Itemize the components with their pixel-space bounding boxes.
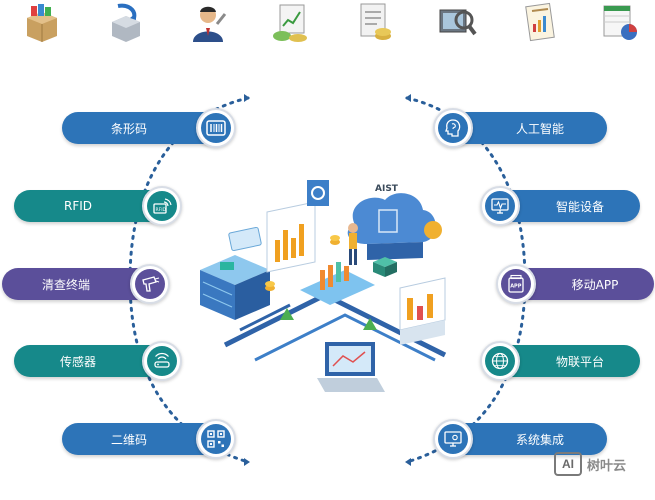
- mobile-app-icon: APP: [508, 274, 524, 293]
- pill-label: 人工智能: [515, 121, 564, 136]
- technician-icon: [193, 6, 227, 42]
- report-chart-icon: [525, 2, 555, 42]
- pill-label: 智能设备: [555, 199, 604, 214]
- pill-icon-holder: [142, 341, 182, 381]
- pill-mobile-app[interactable]: APP 移动APP: [496, 264, 654, 304]
- pill-smart-device[interactable]: 智能设备: [480, 186, 640, 226]
- pill-icon-holder: RFID: [142, 186, 182, 226]
- pill-label: 二维码: [110, 432, 147, 447]
- pill-icon-holder: [480, 341, 520, 381]
- pill-label: 清查终端: [41, 277, 90, 292]
- pill-label: 传感器: [59, 354, 96, 369]
- top-item-technician[interactable]: [173, 2, 243, 52]
- pill-icon-holder: [433, 419, 473, 459]
- document-money-icon: [360, 3, 391, 40]
- pill-icon-holder: APP: [496, 264, 536, 304]
- monitor-search-icon: [439, 9, 477, 36]
- pill-icon-holder: [480, 186, 520, 226]
- pill-icon-holder: [196, 108, 236, 148]
- center-illustration: AIST: [195, 170, 465, 415]
- inventory-box-icon: [27, 4, 57, 42]
- watermark-logo-icon: AI: [554, 452, 582, 476]
- pill-label: 条形码: [110, 121, 147, 136]
- svg-text:RFID: RFID: [156, 207, 167, 213]
- iot-globe-icon: [491, 352, 509, 370]
- pill-icon-holder: [130, 264, 170, 304]
- watermark-text: 树叶云: [587, 458, 627, 474]
- pill-label: RFID: [63, 199, 93, 213]
- system-integration-icon: [444, 431, 462, 447]
- pill-handheld[interactable]: 清查终端: [2, 264, 170, 304]
- shipping-box-icon: [112, 3, 140, 42]
- top-item-report[interactable]: [505, 2, 575, 52]
- top-item-spreadsheet[interactable]: [585, 2, 655, 52]
- top-item-inventory[interactable]: [7, 2, 77, 52]
- pill-iot-platform[interactable]: 物联平台: [480, 341, 640, 381]
- qrcode-icon: [207, 430, 225, 448]
- pill-ai[interactable]: 人工智能: [433, 108, 607, 148]
- pill-sensor[interactable]: 传感器: [14, 341, 182, 381]
- pill-label: 物联平台: [555, 354, 604, 369]
- pill-icon-holder: [196, 419, 236, 459]
- sensor-icon: [154, 352, 170, 368]
- top-item-finance[interactable]: [256, 2, 326, 52]
- pill-label: 系统集成: [515, 432, 564, 447]
- smart-device-icon: [491, 198, 509, 214]
- spreadsheet-pie-icon: [603, 5, 637, 40]
- finance-chart-icon: [273, 4, 307, 42]
- pill-system-integration[interactable]: 系统集成: [433, 419, 607, 459]
- pill-barcode[interactable]: 条形码: [62, 108, 236, 148]
- barcode-icon: [206, 120, 226, 136]
- center-ai-label: AIST: [375, 184, 398, 194]
- ai-head-icon: [445, 119, 461, 137]
- isometric-data-platform: [200, 180, 447, 392]
- watermark: AI 树叶云: [554, 452, 626, 476]
- svg-text:APP: APP: [510, 284, 522, 290]
- pill-qrcode[interactable]: 二维码: [62, 419, 236, 459]
- handheld-scanner-icon: [142, 276, 160, 292]
- top-item-monitor[interactable]: [422, 2, 492, 52]
- top-icon-row: [0, 0, 655, 75]
- top-item-shipping[interactable]: [90, 2, 160, 52]
- rfid-icon: RFID: [153, 198, 172, 214]
- pill-label: 移动APP: [571, 277, 619, 292]
- top-item-document[interactable]: [339, 2, 409, 52]
- pill-rfid[interactable]: RFID RFID: [14, 186, 182, 226]
- pill-icon-holder: [433, 108, 473, 148]
